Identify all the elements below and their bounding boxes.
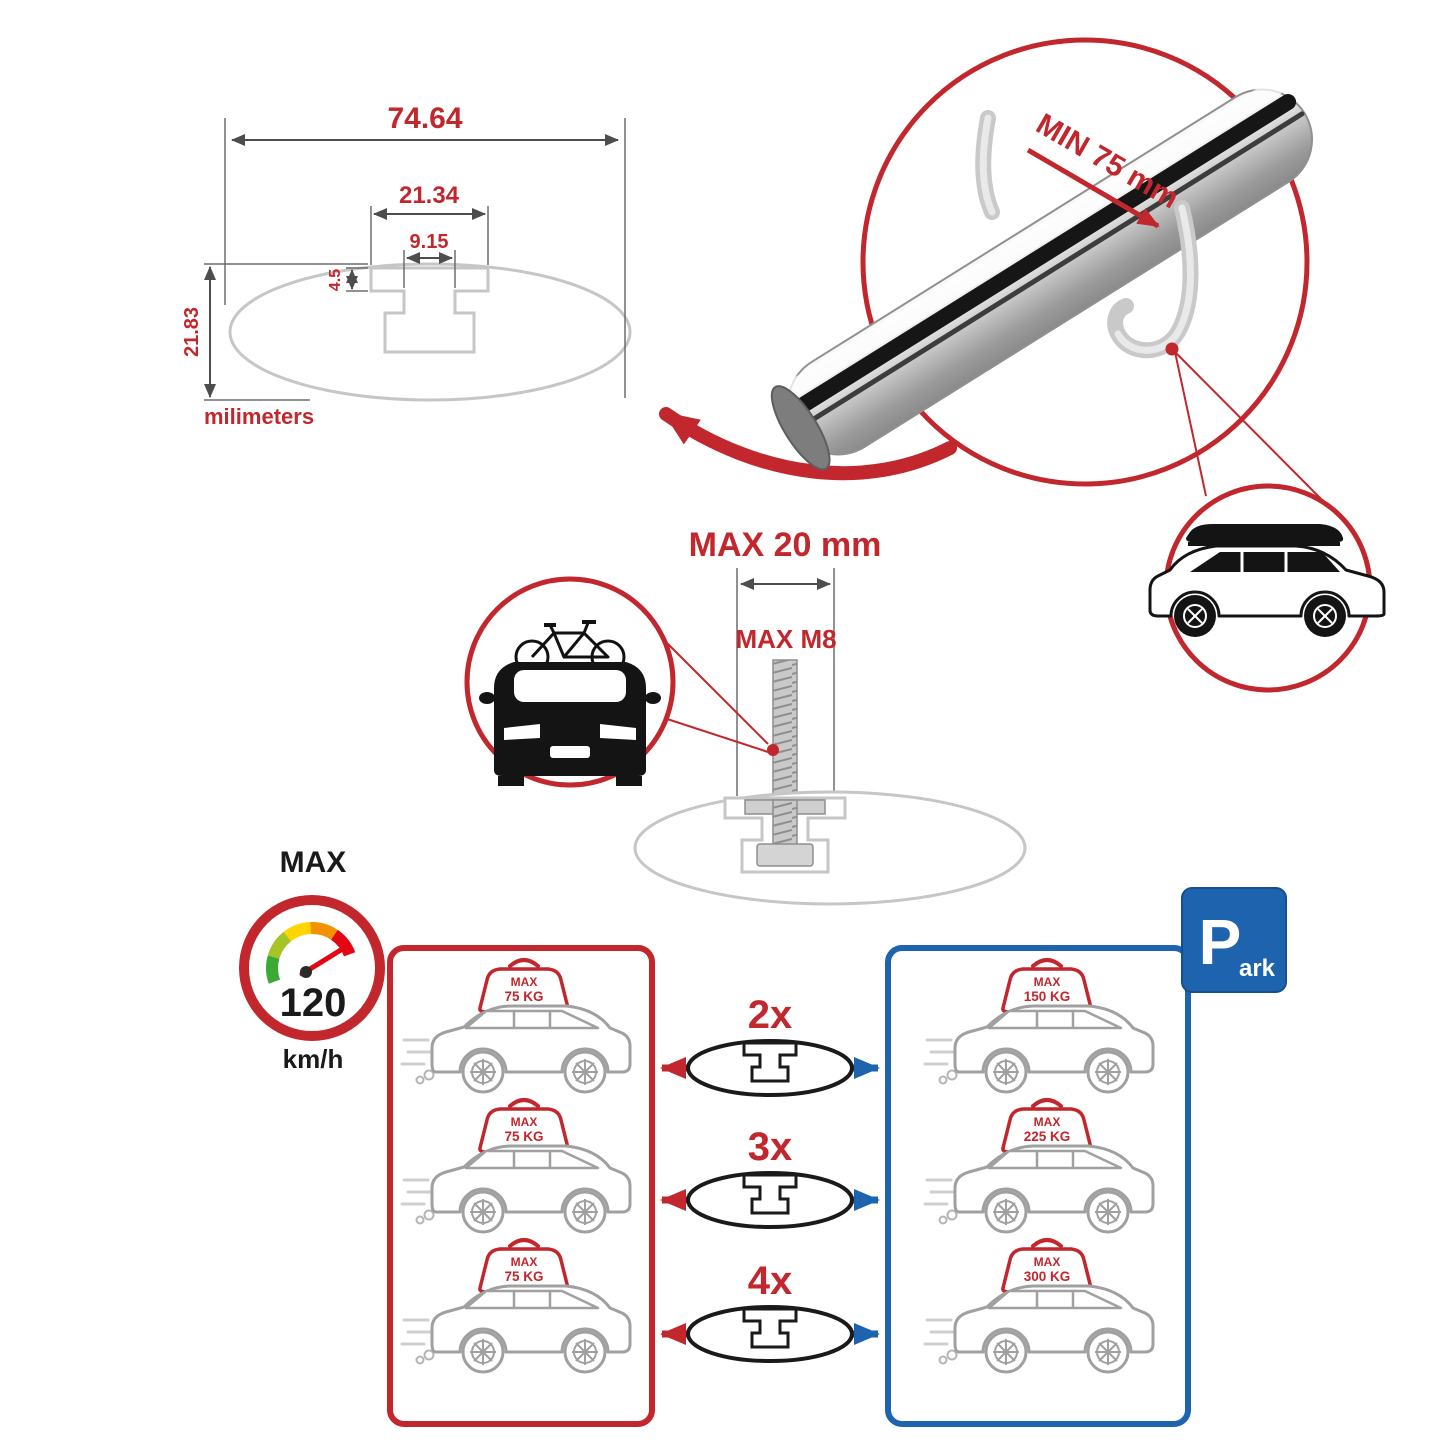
cargo-max-label: MAX bbox=[511, 1255, 538, 1269]
suv-with-roofbox bbox=[1148, 524, 1386, 637]
parking-suffix: ark bbox=[1239, 955, 1276, 982]
dim-slot-depth: 4.5 bbox=[327, 269, 344, 291]
cargo-weight-label: 300 KG bbox=[1024, 1269, 1071, 1284]
bolt-thread-label: MAX M8 bbox=[735, 624, 836, 654]
speed-unit: km/h bbox=[283, 1044, 344, 1074]
pointer-arrow-to-drawing bbox=[659, 407, 957, 481]
dim-slot-outer-width: 21.34 bbox=[399, 182, 460, 209]
car-left-3: MAX 75 KG bbox=[400, 1238, 632, 1374]
gauge-hub bbox=[300, 966, 312, 978]
t-bolt-head bbox=[756, 843, 814, 867]
crossbar-detail-circle: MIN 75 mm bbox=[770, 37, 1337, 515]
bicycle bbox=[514, 620, 626, 675]
cargo-max-label: MAX bbox=[1034, 1115, 1061, 1129]
aluminum-crossbar bbox=[770, 79, 1314, 471]
multiplier-label: 4x bbox=[748, 1259, 793, 1303]
speed-limit-gauge: MAX 120 km/h bbox=[239, 846, 385, 1074]
speed-value: 120 bbox=[280, 981, 347, 1025]
t-slot-profile bbox=[369, 266, 490, 354]
cargo-weight-label: 75 KG bbox=[504, 1269, 543, 1284]
car-front-view bbox=[479, 662, 661, 786]
dim-slot-inner-width: 9.15 bbox=[410, 231, 449, 253]
threaded-stud bbox=[772, 659, 798, 801]
multiplier-label: 3x bbox=[748, 1125, 793, 1169]
bike-car-circle bbox=[464, 576, 676, 788]
dim-total-width: 74.64 bbox=[387, 102, 462, 135]
cargo-weight-label: 225 KG bbox=[1024, 1129, 1071, 1144]
multiplier-rows: 2x 3x 4x bbox=[660, 993, 880, 1363]
suv-roofbox-circle bbox=[1148, 483, 1386, 693]
bolt-connector-dot bbox=[767, 744, 779, 756]
cargo-weight-label: 150 KG bbox=[1024, 989, 1071, 1004]
cargo-max-label: MAX bbox=[1034, 975, 1061, 989]
cargo-max-label: MAX bbox=[1034, 1255, 1061, 1269]
car-left-2: MAX 75 KG bbox=[400, 1098, 632, 1234]
cross-section-diagram: 74.64 21.34 9.15 4.5 21.83 milimeters bbox=[181, 102, 632, 429]
slot-base-ellipse bbox=[633, 790, 1027, 906]
multiplier-label: 2x bbox=[748, 993, 793, 1037]
parking-sign: P ark bbox=[1181, 887, 1287, 993]
driving-cars: MAX 75 KG MAX 75 KG MAX 75 KG bbox=[400, 958, 632, 1374]
car-left-1: MAX 75 KG bbox=[400, 958, 632, 1094]
gauge-arcs bbox=[266, 922, 356, 984]
car-right-3: MAX 300 KG bbox=[923, 1238, 1155, 1374]
dim-total-height: 21.83 bbox=[181, 307, 203, 357]
cargo-weight-label: 75 KG bbox=[504, 1129, 543, 1144]
car-right-2: MAX 225 KG bbox=[923, 1098, 1155, 1234]
cargo-max-label: MAX bbox=[511, 975, 538, 989]
bolt-max-width-label: MAX 20 mm bbox=[689, 526, 882, 564]
parking-cars: MAX 150 KG MAX 225 KG MAX 300 KG bbox=[923, 958, 1155, 1374]
cargo-weight-label: 75 KG bbox=[504, 989, 543, 1004]
parking-letter: P bbox=[1199, 906, 1242, 978]
bolt-diagram: MAX 20 mm MAX M8 bbox=[633, 526, 1027, 906]
cargo-max-label: MAX bbox=[511, 1115, 538, 1129]
speed-max-heading: MAX bbox=[280, 846, 347, 879]
car-right-1: MAX 150 KG bbox=[923, 958, 1155, 1094]
min-clamp-arrow bbox=[1026, 147, 1160, 229]
units-label: milimeters bbox=[204, 404, 314, 429]
